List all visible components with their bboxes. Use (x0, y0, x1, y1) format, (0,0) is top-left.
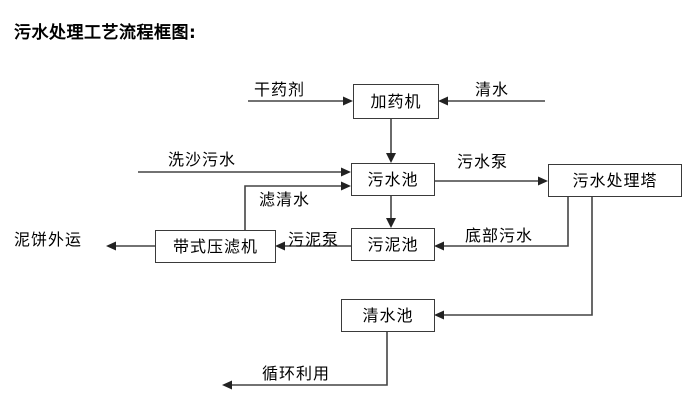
node-sludge-pool[interactable]: 污泥池 (351, 228, 435, 261)
edge-bottom-wastewater-arrowhead (434, 241, 444, 251)
edge-dosing-to-pool-arrowhead (386, 153, 396, 163)
edge-recycle-arrowhead (222, 380, 232, 390)
edge-mud-cake-arrowhead (106, 241, 116, 251)
node-wastewater-pool[interactable]: 污水池 (351, 163, 435, 196)
node-dosing-machine[interactable]: 加药机 (353, 84, 439, 119)
node-treatment-tower[interactable]: 污水处理塔 (548, 164, 682, 197)
edge-label-filtered-clear-water: 滤清水 (259, 190, 311, 209)
edge-label-wastewater-pump: 污水泵 (457, 152, 509, 171)
edge-wastewater-pump-arrowhead (538, 176, 548, 186)
node-clean-water-pool[interactable]: 清水池 (341, 299, 435, 332)
edge-label-clean-water: 清水 (475, 80, 510, 99)
edge-label-bottom-wastewater: 底部污水 (465, 226, 534, 245)
edge-tower-to-clean-water-arrowhead (434, 310, 444, 320)
page-title: 污水处理工艺流程框图: (14, 23, 197, 43)
edge-dry-chemical-arrowhead (343, 96, 353, 106)
edge-sludge-pump-arrowhead (275, 241, 285, 251)
edge-filtered-water-arrowhead (341, 181, 351, 191)
edge-label-sand-wash-wastewater: 洗沙污水 (168, 150, 237, 169)
edge-label-sludge-pump: 污泥泵 (288, 230, 340, 249)
edge-label-mud-cake-out: 泥饼外运 (14, 230, 83, 249)
edge-recycle-line (229, 331, 388, 386)
edge-bottom-wastewater-line (440, 197, 569, 247)
edge-filtered-water-line (244, 185, 345, 230)
edge-label-dry-chemical: 干药剂 (254, 80, 306, 99)
edge-sand-wash-arrowhead (341, 167, 351, 177)
edge-tower-to-clean-water-line (440, 197, 593, 316)
edge-pool-to-sludge-arrowhead (386, 218, 396, 228)
node-belt-filter-press[interactable]: 带式压滤机 (155, 230, 276, 263)
edge-label-recycle-reuse: 循环利用 (262, 364, 331, 383)
edge-clean-water-arrowhead (438, 96, 448, 106)
